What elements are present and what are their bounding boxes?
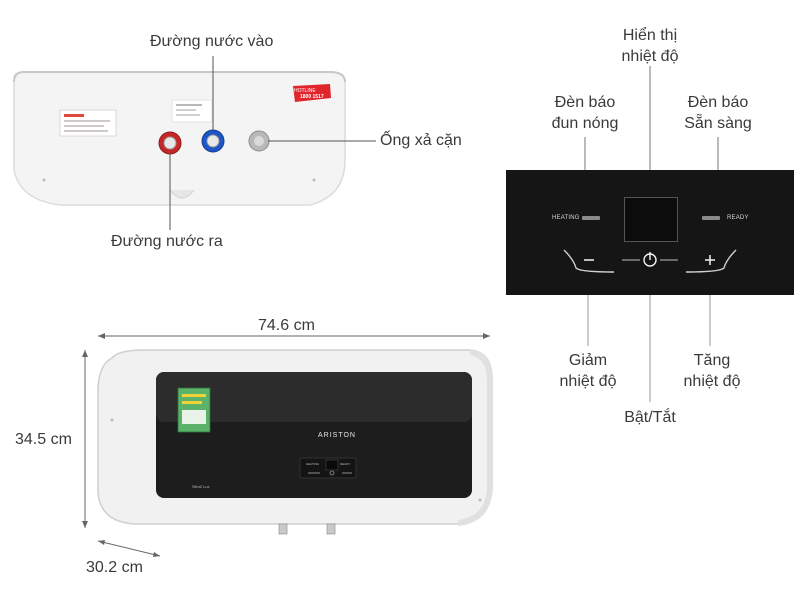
dimension-width: 74.6 cm <box>258 317 315 334</box>
dimension-lines <box>82 333 490 557</box>
label-drain: Ống xả cặn <box>380 132 462 149</box>
brand-logo-text: ARISTON <box>318 432 356 439</box>
ready-indicator <box>702 216 720 220</box>
heating-indicator <box>582 216 600 220</box>
dimension-height: 34.5 cm <box>15 431 72 448</box>
control-panel: HEATING READY <box>506 170 794 295</box>
front-ready-text: READY <box>340 462 351 466</box>
label-ready-light: Đèn báo Sẵn sàng <box>684 94 752 132</box>
ready-text: READY <box>727 215 749 221</box>
label-power: Bật/Tắt <box>624 409 676 426</box>
label-increase: Tăng nhiệt độ <box>683 352 741 390</box>
tank-front-view <box>97 349 493 535</box>
hotline-label: HOTLINE <box>294 88 316 94</box>
hotline-sticker <box>293 84 331 102</box>
label-water-out: Đường nước ra <box>111 233 223 250</box>
label-heating-light: Đèn báo đun nóng <box>551 94 619 132</box>
label-temp-display: Hiển thị nhiệt độ <box>621 27 679 65</box>
hotline-number: 1800 1517 <box>300 94 324 100</box>
label-decrease: Giảm nhiệt độ <box>559 352 617 390</box>
label-water-in: Đường nước vào <box>150 33 274 50</box>
warning-sticker <box>59 109 117 137</box>
heating-text: HEATING <box>552 215 580 221</box>
temperature-display <box>624 197 678 242</box>
tank-rear-view <box>13 56 376 230</box>
panel-controls <box>563 249 737 273</box>
dimension-depth: 30.2 cm <box>86 559 143 576</box>
front-heating-text: HEATING <box>306 462 320 466</box>
model-text: Slim2 Lux <box>192 484 210 489</box>
